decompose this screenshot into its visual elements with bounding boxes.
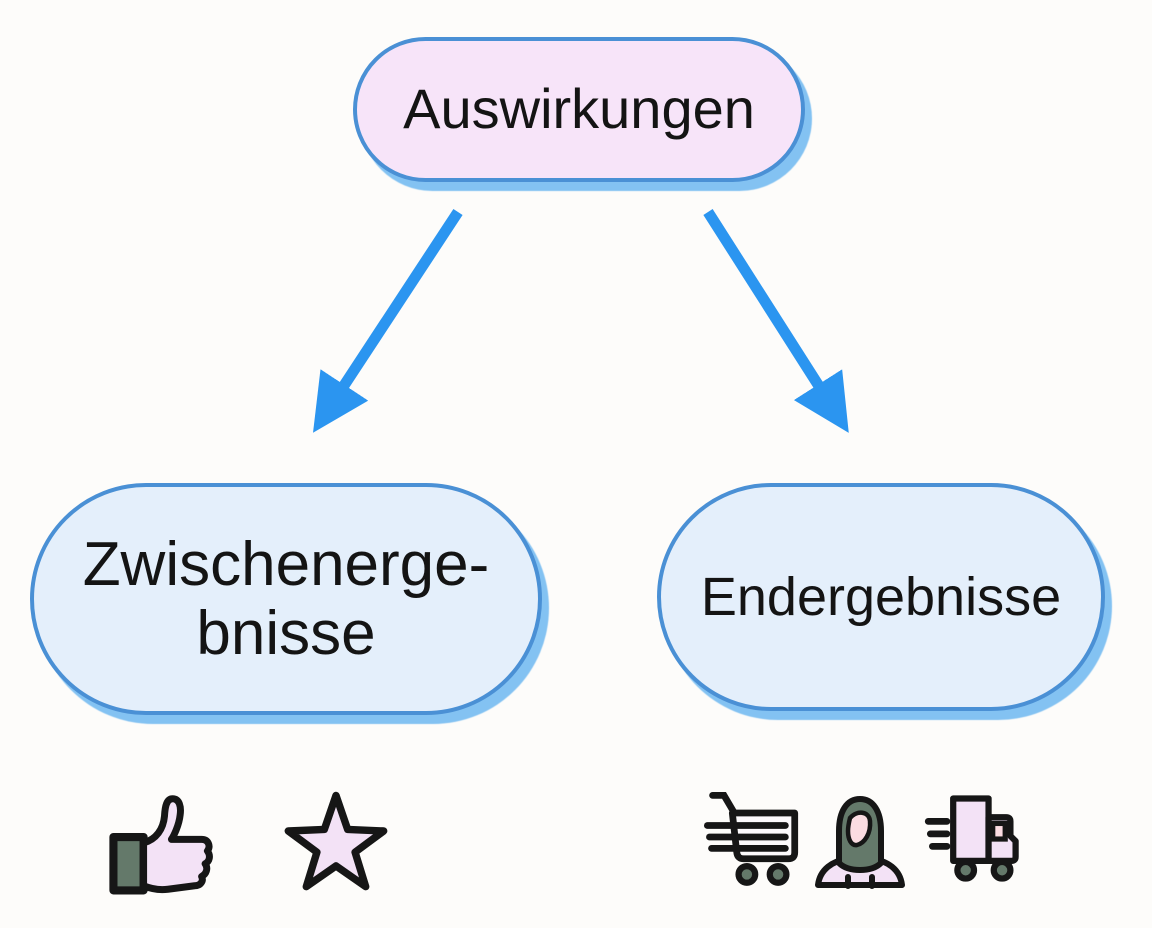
person-icon — [815, 796, 905, 889]
star-icon — [284, 791, 388, 891]
arrow-root-to-right — [703, 209, 849, 433]
shopping-cart-icon — [703, 791, 799, 886]
node-zwischenergebnisse-label-line2: bnisse — [196, 599, 376, 668]
node-endergebnisse: Endergebnisse — [657, 483, 1105, 711]
delivery-truck-icon — [924, 795, 1019, 882]
node-auswirkungen-label: Auswirkungen — [403, 77, 755, 141]
node-auswirkungen: Auswirkungen — [353, 37, 805, 182]
arrow-root-to-left — [313, 208, 463, 433]
node-zwischenergebnisse-label-line1: Zwischenerge- — [82, 529, 490, 599]
thumbs-up-icon — [109, 795, 213, 895]
node-zwischenergebnisse: Zwischenerge- bnisse — [30, 483, 542, 715]
node-endergebnisse-label: Endergebnisse — [700, 566, 1062, 627]
